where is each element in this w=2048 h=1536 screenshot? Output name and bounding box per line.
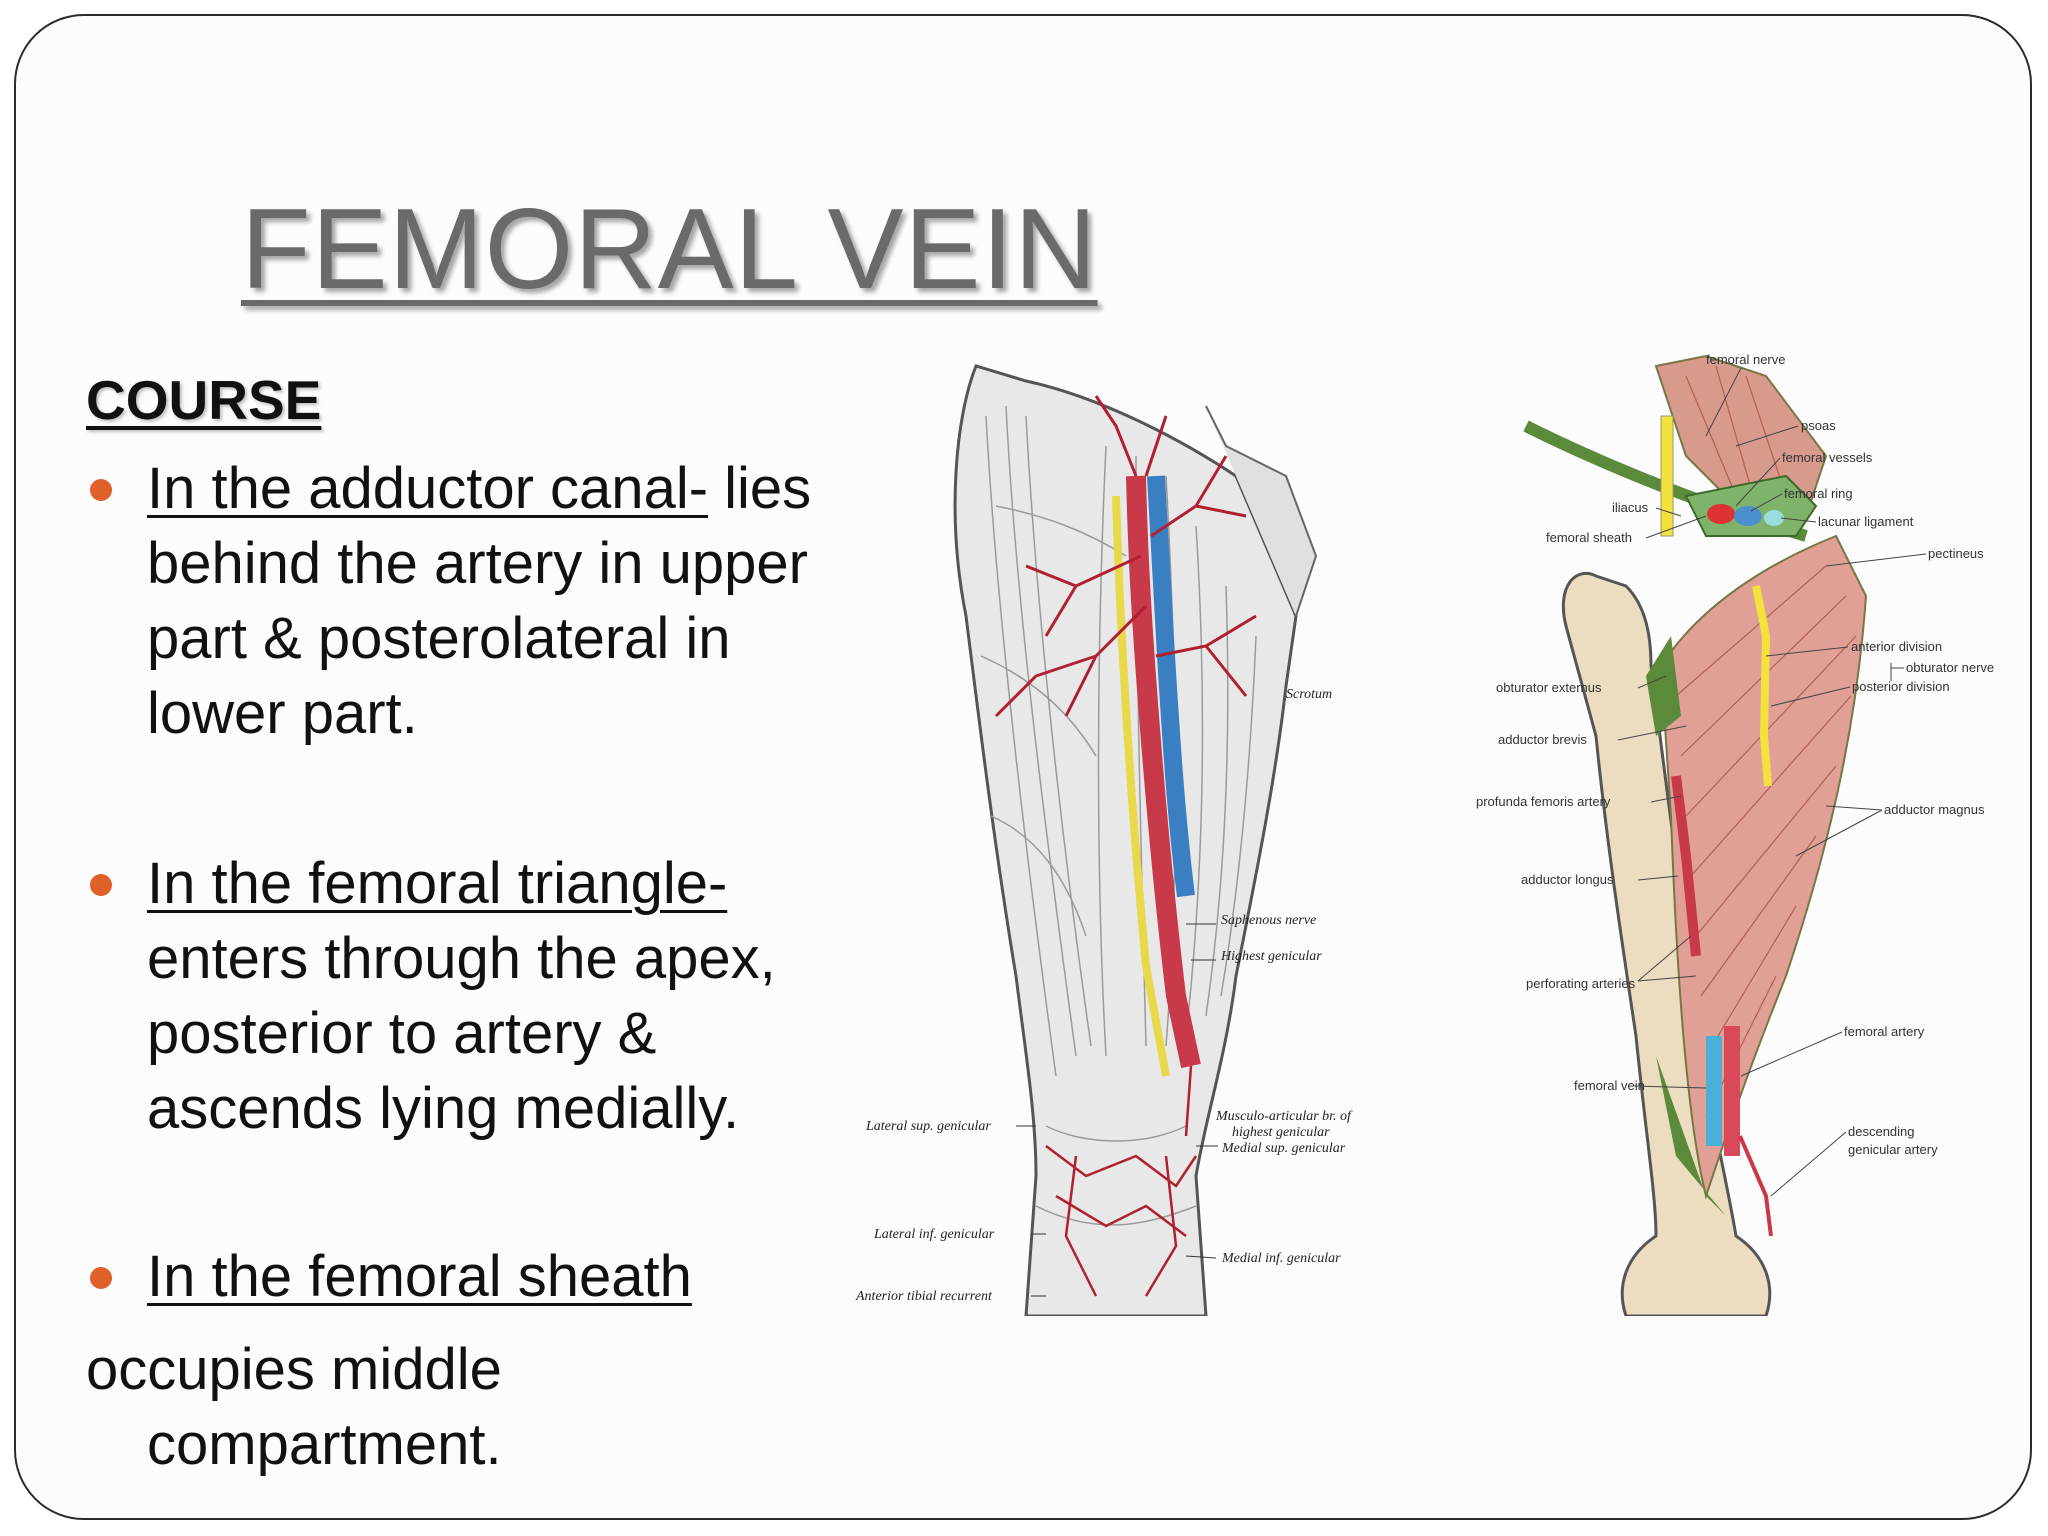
svg-text:iliacus: iliacus — [1612, 500, 1649, 515]
svg-text:Scrotum: Scrotum — [1286, 687, 1332, 702]
bullet-text: lies behind the artery in upper part & p… — [147, 456, 812, 746]
femur-bone — [1561, 572, 1772, 1316]
svg-text:femoral nerve: femoral nerve — [1706, 352, 1785, 367]
bullet-underlined-text: In the femoral sheath — [147, 1244, 692, 1309]
svg-text:femoral artery: femoral artery — [1844, 1024, 1925, 1039]
bullet-underlined-text: In the femoral triangle- — [147, 851, 728, 916]
svg-text:femoral ring: femoral ring — [1784, 486, 1853, 501]
svg-text:obturator nerve: obturator nerve — [1906, 660, 1994, 675]
right-figure-labels: femoral nerve psoas femoral vessels femo… — [1476, 352, 1994, 1197]
bullet-femoral-sheath: In the femoral sheath — [86, 1239, 826, 1314]
svg-text:Lateral sup. genicular: Lateral sup. genicular — [865, 1119, 991, 1134]
femoral-artery-vessel — [994, 395, 1257, 1297]
thigh-outline — [953, 364, 1318, 1316]
femur-adductor-illustration: femoral nerve psoas femoral vessels femo… — [1476, 352, 1994, 1316]
svg-text:highest genicular: highest genicular — [1232, 1125, 1330, 1140]
svg-text:lacunar ligament: lacunar ligament — [1818, 514, 1914, 529]
svg-text:Lateral inf. genicular: Lateral inf. genicular — [873, 1227, 995, 1242]
svg-text:pectineus: pectineus — [1928, 546, 1984, 561]
svg-text:femoral vein: femoral vein — [1574, 1078, 1645, 1093]
svg-text:Saphenous nerve: Saphenous nerve — [1221, 913, 1316, 928]
svg-text:adductor brevis: adductor brevis — [1498, 732, 1587, 747]
bullet-femoral-triangle: In the femoral triangle- enters through … — [86, 846, 826, 1146]
svg-text:Anterior tibial recurrent: Anterior tibial recurrent — [855, 1289, 993, 1304]
svg-text:adductor magnus: adductor magnus — [1884, 802, 1985, 817]
svg-text:posterior division: posterior division — [1852, 679, 1950, 694]
svg-text:genicular artery: genicular artery — [1848, 1142, 1938, 1157]
femoral-vessels-lower — [1671, 775, 1773, 1237]
femoral-vein-vessel — [1147, 475, 1195, 898]
svg-text:profunda femoris artery: profunda femoris artery — [1476, 794, 1611, 809]
thigh-vessels-illustration: Scrotum Saphenous nerve Highest genicula… — [855, 364, 1353, 1316]
svg-text:descending: descending — [1848, 1124, 1915, 1139]
bullet-adductor-canal: In the adductor canal- lies behind the a… — [86, 451, 826, 751]
inguinal-structures — [1523, 415, 1818, 787]
bullet-underlined-text: In the adductor canal- — [147, 456, 709, 521]
saphenous-nerve — [1112, 495, 1170, 1077]
continuation-text: occupies middle compartment. — [86, 1337, 502, 1477]
svg-text:femoral vessels: femoral vessels — [1782, 450, 1873, 465]
svg-text:anterior division: anterior division — [1851, 639, 1942, 654]
svg-text:Musculo-articular br. of: Musculo-articular br. of — [1215, 1109, 1353, 1124]
bullet-text: enters through the apex, posterior to ar… — [147, 926, 776, 1141]
bullet-dot-icon — [90, 1267, 112, 1289]
svg-text:Medial inf. genicular: Medial inf. genicular — [1221, 1251, 1341, 1266]
svg-text:femoral sheath: femoral sheath — [1546, 530, 1632, 545]
bullet-dot-icon — [90, 479, 112, 501]
svg-text:obturator externus: obturator externus — [1496, 680, 1602, 695]
bullet-dot-icon — [90, 874, 112, 896]
svg-text:perforating arteries: perforating arteries — [1526, 976, 1636, 991]
left-figure-labels: Scrotum Saphenous nerve Highest genicula… — [855, 687, 1353, 1304]
course-heading: COURSE — [86, 369, 322, 431]
slide-frame: FEMORAL VEIN COURSE In the adductor cana… — [14, 14, 2032, 1520]
svg-text:Medial sup. genicular: Medial sup. genicular — [1221, 1141, 1346, 1156]
slide-title: FEMORAL VEIN — [241, 186, 1098, 313]
svg-text:Highest genicular: Highest genicular — [1220, 949, 1322, 964]
svg-text:adductor longus: adductor longus — [1521, 872, 1614, 887]
svg-text:psoas: psoas — [1801, 418, 1836, 433]
